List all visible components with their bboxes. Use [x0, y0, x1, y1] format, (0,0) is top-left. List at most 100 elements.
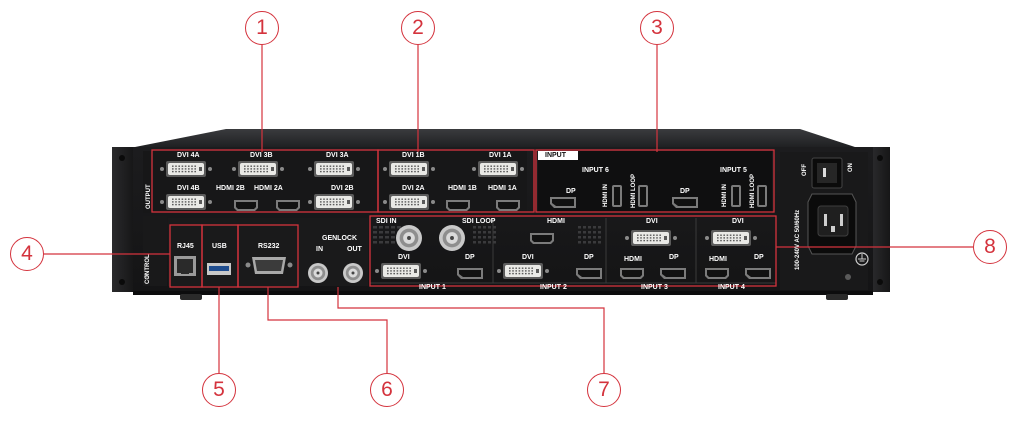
port-input3-dvi[interactable] — [625, 230, 677, 246]
port-dvi-4a[interactable] — [160, 161, 212, 177]
label-input1-sdi-in: SDI IN — [376, 218, 397, 225]
label-input3-dp: DP — [669, 254, 679, 261]
port-input3-hdmi[interactable] — [620, 268, 644, 279]
label-power-off: OFF — [802, 164, 808, 176]
port-hdmi-2b[interactable] — [234, 200, 258, 211]
port-dvi-1b[interactable] — [383, 161, 435, 177]
label-input1-dp: DP — [465, 254, 475, 261]
input-card-title: INPUT — [545, 152, 566, 159]
port-dvi-3b[interactable] — [232, 161, 284, 177]
port-hdmi-1a[interactable] — [496, 200, 520, 211]
callout-1: 1 — [245, 11, 279, 45]
label-input1: INPUT 1 — [419, 284, 446, 291]
port-input2-dvi[interactable] — [497, 263, 549, 279]
port-rj45[interactable] — [174, 256, 196, 276]
label-input2-dp: DP — [584, 254, 594, 261]
label-dvi-2b: DVI 2B — [331, 185, 354, 192]
port-input4-dvi[interactable] — [705, 230, 757, 246]
label-input4-dp: DP — [754, 254, 764, 261]
port-input1-sdi-in[interactable] — [396, 225, 422, 251]
label-input2: INPUT 2 — [540, 284, 567, 291]
power-inlet — [807, 193, 857, 255]
power-switch[interactable] — [811, 157, 843, 189]
label-dvi-4b: DVI 4B — [177, 185, 200, 192]
control-card — [168, 218, 368, 286]
port-genlock-out[interactable] — [343, 263, 363, 283]
label-input3-dvi: DVI — [646, 218, 658, 225]
port-input6-hdmi-in[interactable] — [612, 185, 622, 207]
port-usb[interactable] — [207, 263, 231, 275]
rack-ear-right — [872, 147, 890, 292]
foot-right — [826, 294, 848, 300]
label-input5: INPUT 5 — [720, 167, 747, 174]
port-dvi-4b[interactable] — [160, 194, 212, 210]
label-input3-hdmi: HDMI — [624, 256, 642, 263]
label-input5-hdmi-in: HDMI IN — [722, 184, 728, 207]
port-dvi-2b[interactable] — [308, 194, 360, 210]
port-dvi-2a[interactable] — [383, 194, 435, 210]
control-label: CONTROL — [145, 254, 151, 284]
label-rj45: RJ45 — [177, 243, 194, 250]
callout-2: 2 — [401, 11, 435, 45]
port-dvi-1a[interactable] — [472, 161, 524, 177]
label-genlock-in: IN — [316, 246, 323, 253]
label-usb: USB — [212, 243, 227, 250]
port-hdmi-2a[interactable] — [276, 200, 300, 211]
callout-6: 6 — [370, 373, 404, 407]
leader-lines — [43, 45, 973, 373]
label-input6-hdmi-in: HDMI IN — [603, 184, 609, 207]
label-input6-hdmi-loop: HDMI LOOP — [631, 174, 637, 208]
label-input4-hdmi: HDMI — [709, 256, 727, 263]
leader-6 — [267, 287, 388, 373]
port-dvi-3a[interactable] — [308, 161, 360, 177]
port-input5-hdmi-loop[interactable] — [757, 185, 767, 207]
port-input4-dp[interactable] — [745, 268, 771, 279]
label-input4-dvi: DVI — [732, 218, 744, 225]
port-input5-dp[interactable] — [672, 197, 698, 208]
port-input5-hdmi-in[interactable] — [731, 185, 741, 207]
port-rs232[interactable] — [245, 257, 293, 274]
port-genlock-in[interactable] — [308, 263, 328, 283]
port-input4-hdmi[interactable] — [705, 268, 729, 279]
label-input6: INPUT 6 — [582, 167, 609, 174]
port-input2-dp[interactable] — [576, 268, 602, 279]
chassis-top — [130, 129, 858, 148]
port-hdmi-1b[interactable] — [446, 200, 470, 211]
port-input3-dp[interactable] — [660, 268, 686, 279]
port-input1-dvi[interactable] — [375, 263, 427, 279]
foot-left — [180, 294, 202, 300]
label-input4: INPUT 4 — [718, 284, 745, 291]
label-dvi-1a: DVI 1A — [489, 152, 512, 159]
input-tag — [538, 151, 578, 160]
rack-ear-left — [112, 147, 134, 292]
callout-8: 8 — [973, 230, 1007, 264]
screw-icon — [144, 274, 148, 278]
label-input2-dvi: DVI — [522, 254, 534, 261]
label-input1-dvi: DVI — [398, 254, 410, 261]
port-input6-hdmi-loop[interactable] — [638, 185, 648, 207]
label-input1-sdi-loop: SDI LOOP — [462, 218, 496, 225]
label-dvi-3b: DVI 3B — [250, 152, 273, 159]
output-label: OUTPUT — [146, 184, 152, 209]
port-input1-sdi-loop[interactable] — [439, 225, 465, 251]
label-hdmi-1a: HDMI 1A — [488, 185, 517, 192]
box-output-right — [377, 149, 535, 213]
label-hdmi-2a: HDMI 2A — [254, 185, 283, 192]
label-dvi-4a: DVI 4A — [177, 152, 200, 159]
label-rs232: RS232 — [258, 243, 280, 250]
label-input2-hdmi: HDMI — [547, 218, 565, 225]
callout-5: 5 — [202, 373, 236, 407]
port-input6-dp[interactable] — [550, 197, 576, 208]
label-input3: INPUT 3 — [641, 284, 668, 291]
label-genlock: GENLOCK — [322, 235, 357, 242]
port-input2-hdmi[interactable] — [530, 233, 554, 244]
label-dvi-1b: DVI 1B — [402, 152, 425, 159]
port-input1-dp[interactable] — [457, 268, 483, 279]
screw-icon — [845, 274, 851, 280]
label-genlock-out: OUT — [347, 246, 362, 253]
label-hdmi-1b: HDMI 1B — [448, 185, 477, 192]
label-input6-dp: DP — [566, 188, 576, 195]
label-dvi-2a: DVI 2A — [402, 185, 425, 192]
